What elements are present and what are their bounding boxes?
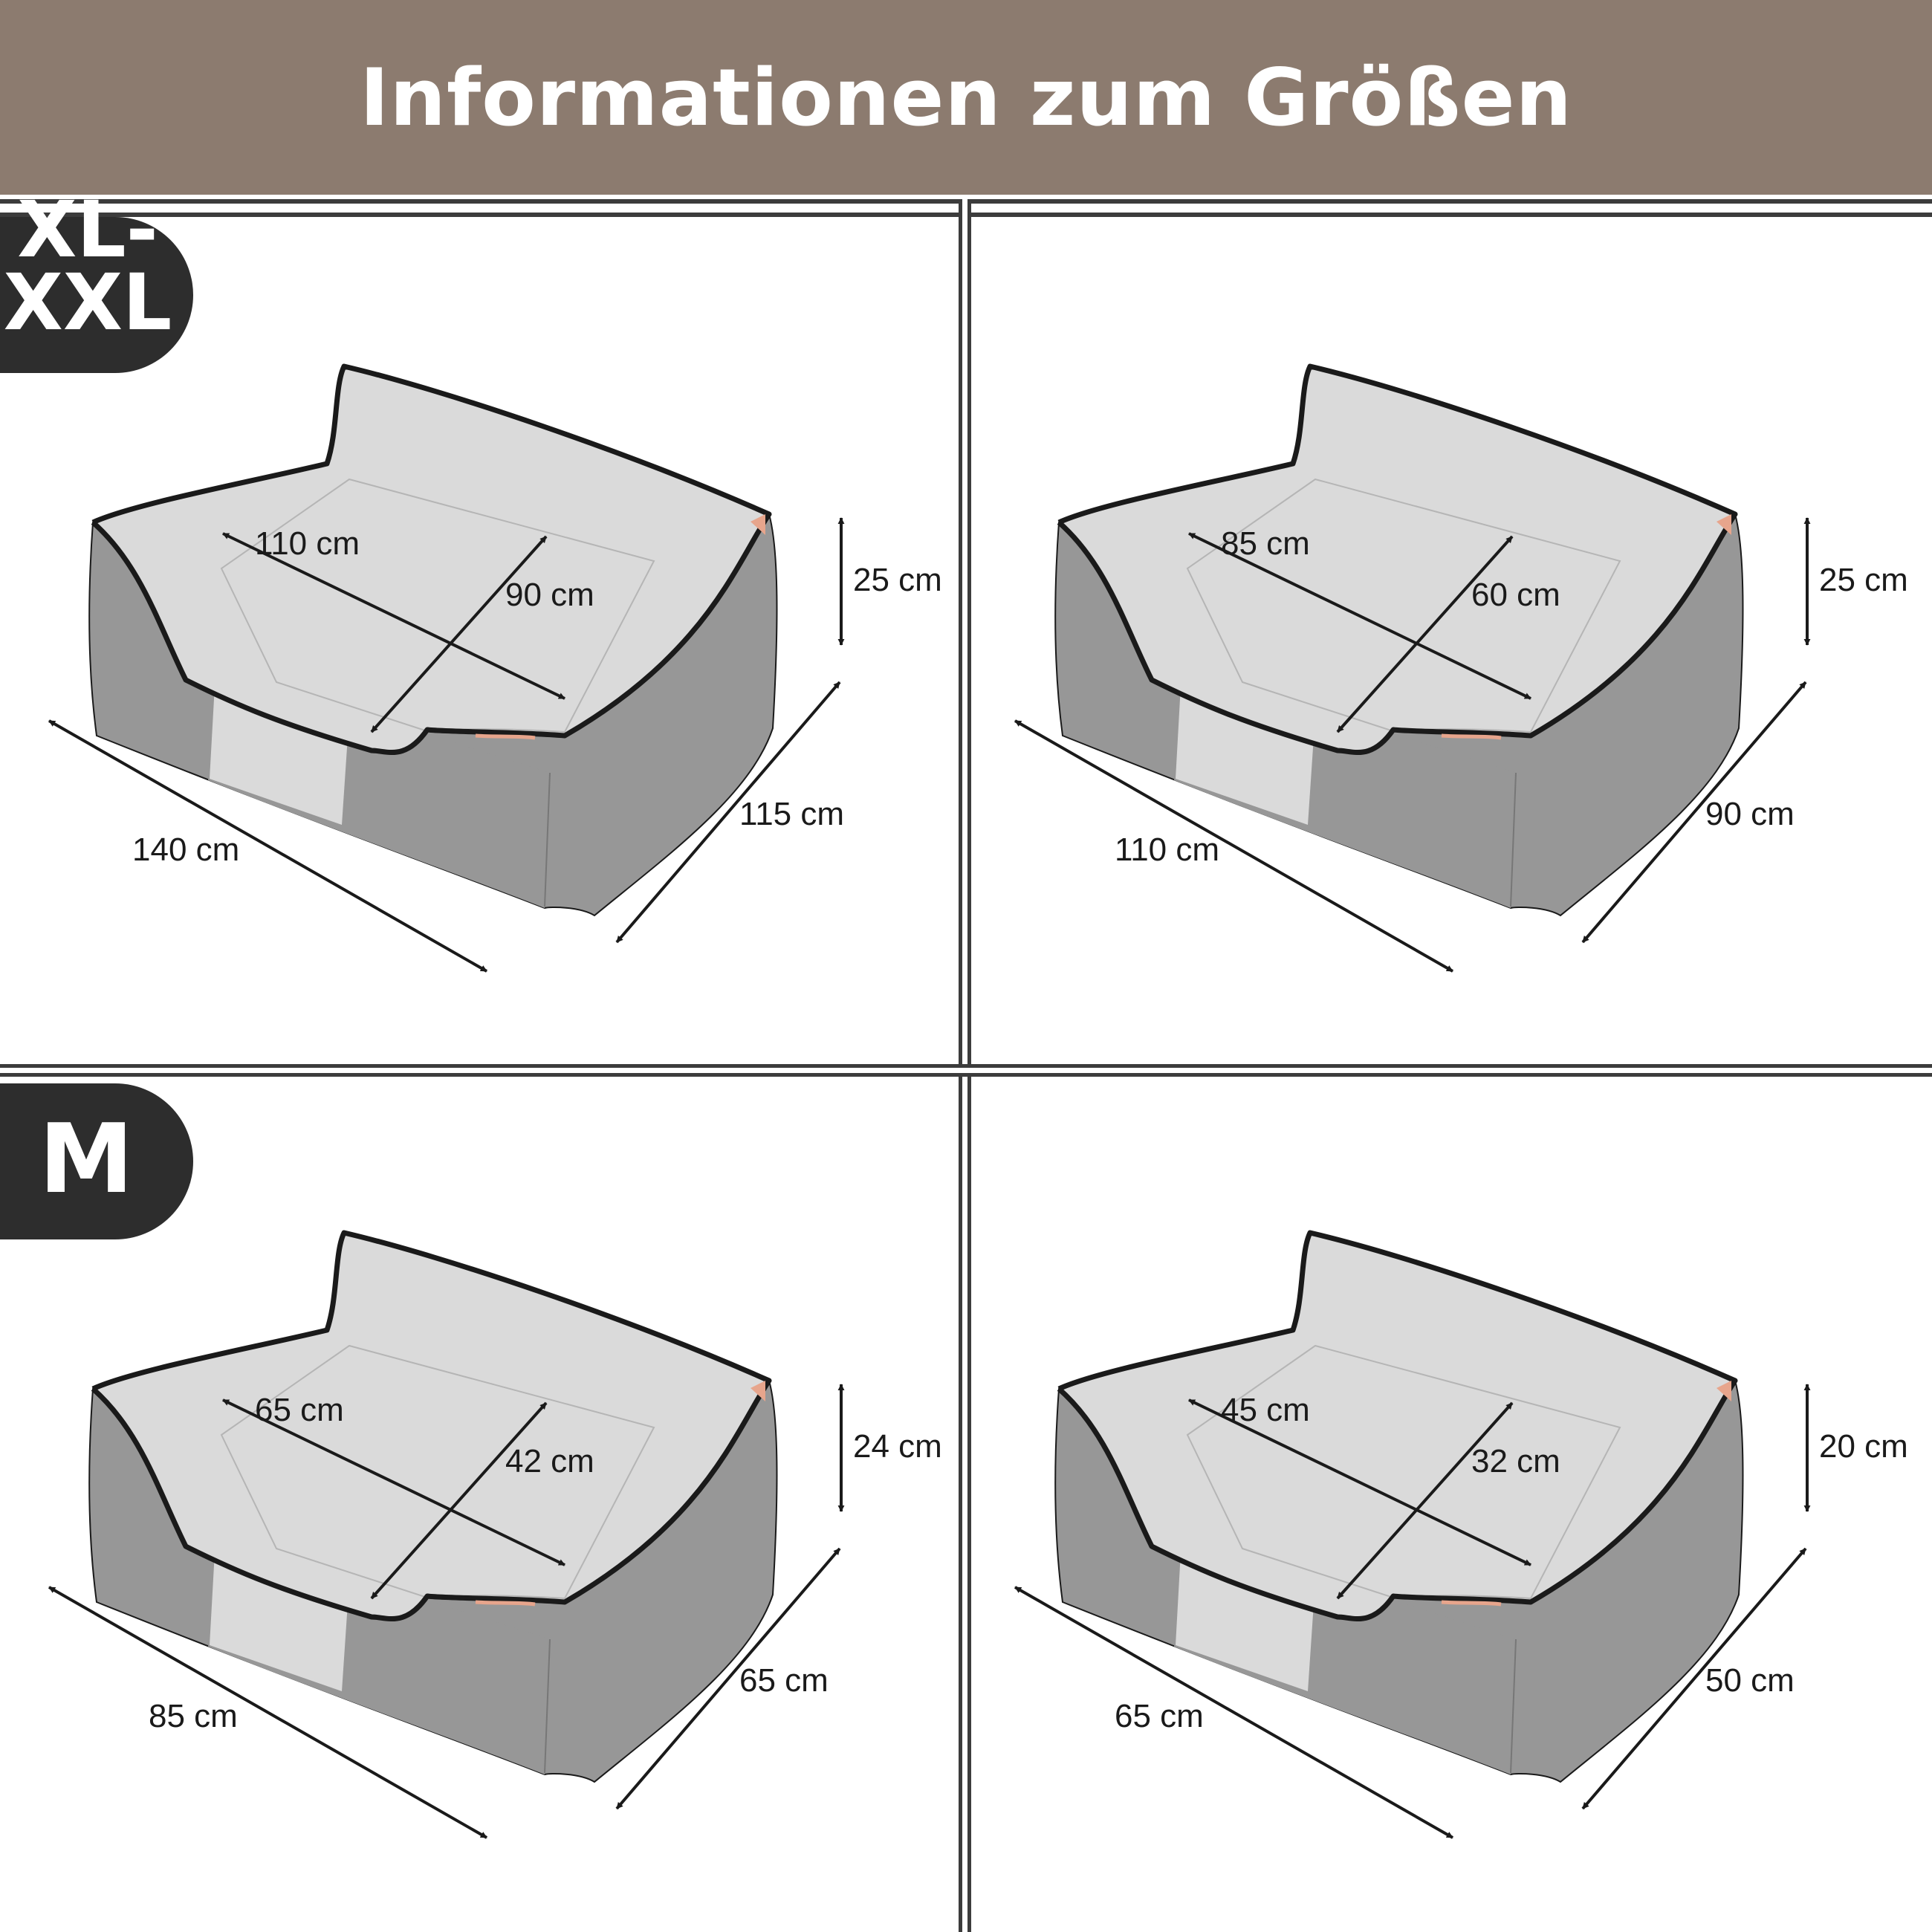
outer-length-arrow	[48, 719, 487, 973]
size-label: M	[39, 1104, 133, 1215]
page-title: Informationen zum Größen	[360, 51, 1572, 143]
bed-tag	[475, 1600, 536, 1607]
outer-width-label: 115 cm	[739, 796, 844, 832]
inner-width-label: 60 cm	[1471, 577, 1560, 613]
outer-width-arrow	[1581, 681, 1807, 944]
inner-length-label: 45 cm	[1221, 1392, 1310, 1428]
bed-tag	[751, 514, 765, 535]
bed-tag	[751, 1381, 765, 1401]
outer-length-arrow	[1014, 1586, 1453, 1839]
inner-length-label: 85 cm	[1221, 525, 1310, 562]
header-banner: Informationen zum Größen	[0, 0, 1932, 195]
size-badge-shape	[0, 217, 193, 373]
bed-corner-seam	[544, 1638, 551, 1774]
inner-width-arrow	[1336, 535, 1514, 733]
size-badge: M	[0, 1083, 193, 1239]
height-label: 20 cm	[1819, 1428, 1908, 1465]
inner-width-label: 32 cm	[1471, 1443, 1560, 1479]
bed-tag	[475, 733, 536, 740]
outer-length-label: 65 cm	[1115, 1698, 1204, 1734]
outer-width-label: 90 cm	[1705, 796, 1795, 832]
bed-piping	[1057, 363, 1738, 755]
bed-piping	[1057, 1230, 1738, 1621]
outer-width-arrow	[1581, 1547, 1807, 1810]
outer-length-arrow	[1014, 719, 1453, 973]
inner-width-label: 90 cm	[505, 577, 594, 613]
bed-piping	[91, 363, 772, 755]
bed-tag	[1441, 733, 1502, 740]
height-label: 25 cm	[853, 562, 942, 598]
size-badge: XL-XXL	[0, 184, 193, 373]
size-panel: XL-XXL 110 cm 90 cm 25 cm 140 cm 115 cm	[0, 184, 942, 973]
inner-width-arrow	[370, 1401, 548, 1600]
inner-width-arrow	[1336, 1401, 1514, 1600]
horizontal-divider-gap	[0, 1068, 1932, 1073]
outer-length-label: 110 cm	[1115, 832, 1219, 868]
height-label: 24 cm	[853, 1428, 942, 1465]
outer-length-label: 140 cm	[132, 832, 239, 868]
height-label: 25 cm	[1819, 562, 1908, 598]
bed-piping	[91, 1230, 772, 1621]
bed-tag	[1441, 1600, 1502, 1607]
bed-tag	[1717, 514, 1731, 535]
size-panel: M 65 cm 42 cm 24 cm 85 cm 65 cm	[0, 1083, 942, 1839]
bed-corner-seam	[1510, 772, 1517, 907]
outer-length-label: 85 cm	[149, 1698, 238, 1734]
inner-length-label: 110 cm	[255, 525, 360, 562]
bed-corner-seam	[1510, 1638, 1517, 1774]
size-label-line: XXL	[4, 257, 172, 348]
outer-length-arrow	[48, 1586, 487, 1839]
size-badge-shape	[0, 1083, 193, 1239]
outer-width-arrow	[615, 1547, 841, 1810]
bed-tag	[1717, 1381, 1731, 1401]
inner-width-label: 42 cm	[505, 1443, 594, 1479]
size-label-line: XL-	[17, 184, 158, 275]
bed-corner-seam	[544, 772, 551, 907]
inner-width-arrow	[370, 535, 548, 733]
outer-width-label: 65 cm	[739, 1662, 829, 1699]
inner-length-label: 65 cm	[255, 1392, 344, 1428]
outer-width-label: 50 cm	[1705, 1662, 1795, 1699]
outer-width-arrow	[615, 681, 841, 944]
